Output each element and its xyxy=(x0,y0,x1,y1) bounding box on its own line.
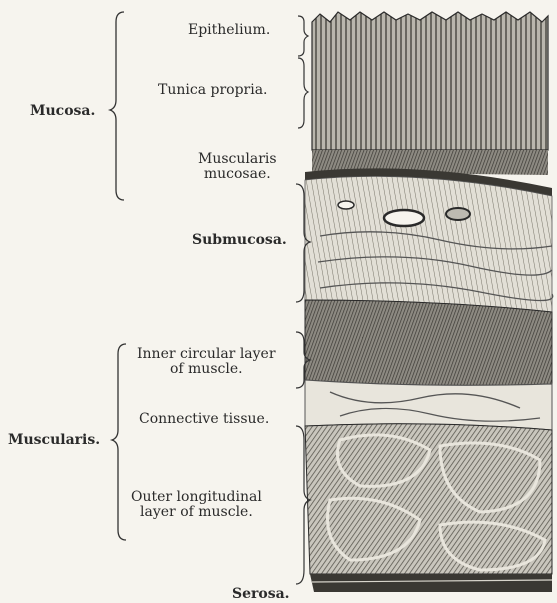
tunica-propria-brace xyxy=(298,58,308,128)
inner-circular-muscle-layer xyxy=(305,300,552,385)
label-epithelium: Epithelium. xyxy=(188,23,270,38)
label-connective-tissue: Connective tissue. xyxy=(139,412,269,427)
label-outer-longitudinal-layer: Outer longitudinal layer of muscle. xyxy=(131,490,262,520)
mucosa-layer xyxy=(305,12,552,196)
epithelium-brace xyxy=(298,16,308,56)
label-mucosa: Mucosa. xyxy=(30,104,95,119)
label-muscularis-mucosae-line1: Muscularis xyxy=(198,152,277,167)
label-muscularis: Muscularis. xyxy=(8,433,100,448)
label-serosa: Serosa. xyxy=(232,587,290,602)
label-tunica-propria: Tunica propria. xyxy=(158,83,268,98)
blood-vessel xyxy=(338,201,354,209)
outer-longitudinal-muscle-layer xyxy=(305,424,552,574)
serosa-layer xyxy=(310,574,552,592)
blood-vessel xyxy=(446,208,470,220)
label-outer-longitudinal-line1: Outer longitudinal xyxy=(131,490,262,505)
label-muscularis-mucosae-line2: mucosae. xyxy=(198,167,277,182)
blood-vessel xyxy=(384,210,424,226)
mucosa-brace xyxy=(110,12,124,200)
label-inner-circular-line1: Inner circular layer xyxy=(137,347,276,362)
connective-tissue-layer xyxy=(305,380,552,430)
label-inner-circular-layer: Inner circular layer of muscle. xyxy=(137,347,276,377)
label-submucosa: Submucosa. xyxy=(192,233,287,248)
label-muscularis-mucosae: Muscularis mucosae. xyxy=(198,152,277,182)
label-inner-circular-line2: of muscle. xyxy=(137,362,276,377)
submucosa-layer xyxy=(305,176,553,312)
label-outer-longitudinal-line2: layer of muscle. xyxy=(131,505,262,520)
muscularis-brace xyxy=(112,344,126,540)
